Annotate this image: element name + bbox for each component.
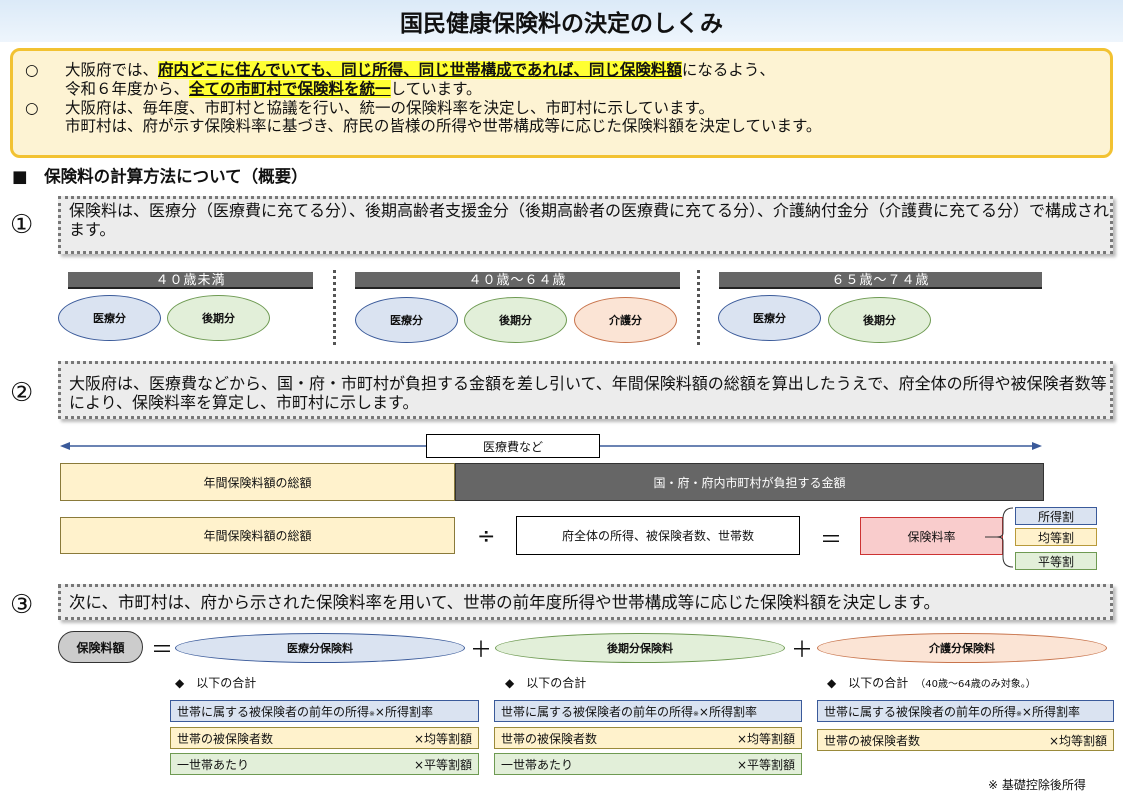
divider [697, 270, 700, 345]
step2-description: 大阪府は、医療費などから、国・府・市町村が負担する金額を差し引いて、年間保険料額… [58, 361, 1113, 419]
care-premium-oval: 介護分保険料 [817, 633, 1107, 663]
intro-line-3: ○ 大阪府は、毎年度、市町村と協議を行い、統一の保険料率を決定し、市町村に示して… [25, 98, 714, 117]
step3-description: 次に、市町村は、府から示された保険料率を用いて、世帯の前年度所得や世帯構成等に応… [58, 584, 1113, 620]
divider [333, 270, 336, 345]
per-household-row: 一世帯あたり×平等割額 [170, 753, 479, 775]
plus-sign: ＋ [791, 638, 814, 663]
medical-portion-oval: 医療分 [355, 297, 458, 343]
sum-label: ◆ 以下の合計 [175, 676, 257, 690]
per-household-row: 一世帯あたり×平等割額 [494, 753, 802, 775]
rate-bracket [985, 507, 1014, 568]
intro-line-1: ○ 大阪府では、府内どこに住んでいても、同じ所得、同じ世帯構成であれば、同じ保険… [25, 61, 775, 79]
step-number-3: ③ [10, 590, 34, 620]
medical-portion-oval: 医療分 [58, 295, 161, 341]
elderly-portion-oval: 後期分 [167, 295, 270, 341]
elderly-portion-oval: 後期分 [828, 297, 931, 343]
step-number-2: ② [10, 378, 34, 408]
page-title: 国民健康保険料の決定のしくみ [0, 0, 1123, 42]
step-number-1: ① [10, 210, 34, 240]
medical-costs-label: 医療費など [426, 434, 600, 458]
step1-description: 保険料は、医療分（医療費に充てる分）、後期高齢者支援金分（後期高齢者の医療費に充… [58, 196, 1113, 254]
section-heading: ■ 保険料の計算方法について（概要） [12, 167, 308, 186]
sum-label: ◆ 以下の合計 （40歳～64歳のみ対象。） [827, 676, 1036, 690]
premium-rate-box: 保険料率 [860, 517, 1003, 555]
bullet-mark: ○ [25, 61, 39, 79]
divisor-box: 府全体の所得、被保険者数、世帯数 [516, 516, 800, 555]
highlight-text: 全ての市町村で保険料を統一 [189, 79, 391, 98]
income-row: 世帯に属する被保険者の前年の所得※×所得割率 [817, 700, 1114, 722]
care-portion-oval: 介護分 [574, 297, 677, 343]
medical-portion-oval: 医療分 [718, 295, 821, 341]
age-group-under40: ４０歳未満 [68, 272, 313, 289]
annual-premium-total-box: 年間保険料額の総額 [60, 517, 455, 554]
premium-amount-pill: 保険料額 [58, 631, 143, 663]
intro-box: ○ 大阪府では、府内どこに住んでいても、同じ所得、同じ世帯構成であれば、同じ保険… [10, 48, 1113, 158]
plus-sign: ＋ [470, 638, 493, 663]
bullet-mark: ○ [25, 98, 39, 117]
per-capita-rate-label: 均等割 [1015, 528, 1097, 546]
income-row: 世帯に属する被保険者の前年の所得※×所得割率 [494, 700, 802, 722]
highlight-text: 府内どこに住んでいても、同じ所得、同じ世帯構成であれば、同じ保険料額 [158, 61, 682, 79]
elderly-portion-oval: 後期分 [464, 297, 567, 343]
income-rate-label: 所得割 [1015, 507, 1097, 525]
insured-count-row: 世帯の被保険者数×均等割額 [817, 729, 1114, 751]
divide-sign: ÷ [477, 524, 496, 549]
income-row: 世帯に属する被保険者の前年の所得※×所得割率 [170, 700, 479, 722]
medical-premium-oval: 医療分保険料 [175, 633, 465, 663]
per-household-rate-label: 平等割 [1015, 552, 1097, 570]
equals-sign: ＝ [151, 638, 174, 663]
footnote: ※ 基礎控除後所得 [988, 778, 1086, 792]
annual-premium-total-box: 年間保険料額の総額 [60, 463, 455, 501]
elderly-premium-oval: 後期分保険料 [495, 633, 785, 663]
sum-label: ◆ 以下の合計 [505, 676, 587, 690]
age-group-65-74: ６５歳～７４歳 [719, 272, 1042, 289]
intro-line-2: 令和６年度から、全ての市町村で保険料を統一しています。 [65, 79, 482, 98]
public-burden-box: 国・府・府内市町村が負担する金額 [455, 463, 1044, 501]
insured-count-row: 世帯の被保険者数×均等割額 [494, 727, 802, 749]
intro-line-4: 市町村は、府が示す保険料率に基づき、府民の皆様の所得や世帯構成等に応じた保険料額… [65, 117, 822, 136]
equals-sign: ＝ [820, 528, 843, 553]
age-group-40-64: ４０歳～６４歳 [355, 272, 680, 289]
insured-count-row: 世帯の被保険者数×均等割額 [170, 727, 479, 749]
